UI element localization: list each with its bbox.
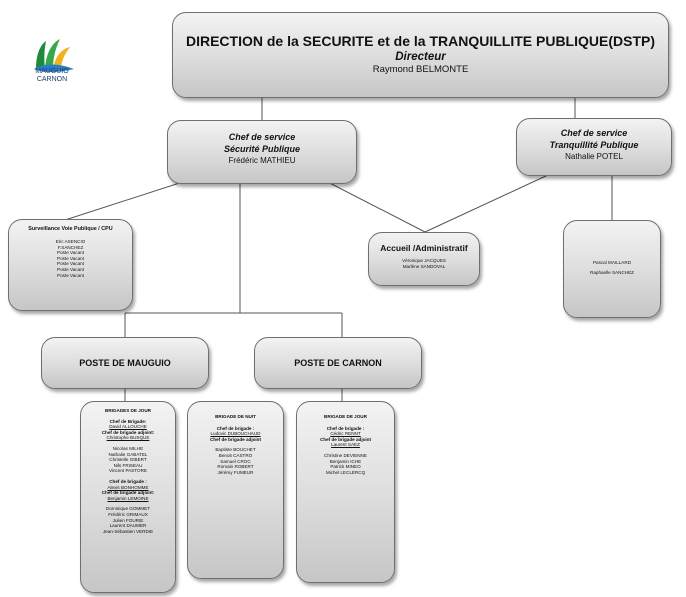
brigade-list: BRIGADE DE JOUR Chef de brigade : Cédric…: [297, 414, 394, 475]
brigade-title: BRIGADE DE NUIT: [215, 414, 256, 419]
connector-line: [424, 174, 549, 233]
tranquillite-team-box: Pascal MAILLARD Raphaelle SANCHEZ: [563, 220, 661, 318]
logo-text: MAUGUIO CARNON: [22, 68, 82, 84]
member-name: Pascal MAILLARD: [592, 260, 632, 265]
brigade-title: BRIGADES DE JOUR: [105, 408, 151, 413]
member-name: Eric ASENCIO: [55, 239, 86, 244]
direction-title: DIRECTION de la SECURITE et de la TRANQU…: [185, 33, 656, 49]
accueil-members: Véronique JACQUES Marlène SANDOVAL: [369, 258, 479, 269]
agent-name: Christine DEVIENNE: [324, 452, 367, 458]
member-name: Véronique JACQUES: [402, 258, 446, 263]
chef-label: Chef de brigade :: [326, 425, 365, 431]
agent-name: Julien FOURIE: [112, 517, 144, 523]
agent-name: Jérémy FUMEUR: [217, 469, 254, 475]
agent-name: Jean-Sébastien VERDIE: [102, 528, 154, 534]
agent-name: Michel LECLERCQ: [325, 469, 366, 475]
direction-name: Raymond BELMONTE: [372, 64, 469, 75]
connector-line: [319, 177, 426, 233]
chef-service-securite-box: Chef de service Sécurité Publique Frédér…: [167, 120, 357, 184]
chef-name: David ALLOUCHE: [109, 424, 147, 430]
agent-name: Laurent DAUMER: [109, 523, 147, 529]
adjoint-label: Chef de brigade adjoint:: [101, 490, 155, 496]
adjoint-label: Chef de brigade adjoint: [319, 436, 372, 442]
member-name: Poste Vacant: [57, 266, 84, 272]
adjoint-label: Chef de brigade adjoint: [209, 436, 262, 442]
member-name: Marlène SANDOVAL: [402, 263, 446, 269]
chef-role: Chef de service: [560, 128, 628, 138]
agent-name: Vincent PASTORE: [108, 468, 148, 474]
agent-name: Nicolas MILHE: [112, 445, 144, 451]
agent-name: Nils FRISEAU: [113, 462, 143, 468]
brigade-list: BRIGADES DE JOUR Chef de Brigade: David …: [81, 408, 175, 534]
chef-name: Nathalie POTEL: [565, 152, 623, 161]
chef-name: Frédéric MATHIEU: [228, 156, 296, 165]
brigade-jour-carnon-box: BRIGADE DE JOUR Chef de brigade : Cédric…: [296, 401, 395, 583]
agent-name: Samuel CROC: [220, 458, 251, 464]
poste-title: POSTE DE CARNON: [294, 358, 382, 368]
tranquillite-members: Pascal MAILLARD Raphaelle SANCHEZ: [564, 258, 660, 278]
chef-name: Ludovic DUBOUCHAUD: [210, 431, 261, 437]
chef-role: Chef de service: [228, 132, 296, 142]
member-name: F.SANCHEZ: [57, 244, 84, 250]
member-name: Poste Vacant: [57, 261, 84, 267]
direction-box: DIRECTION de la SECURITE et de la TRANQU…: [172, 12, 669, 98]
surveillance-members: Eric ASENCIO F.SANCHEZ Poste Vacant Post…: [9, 239, 132, 278]
member-name: Poste Vacant: [57, 272, 84, 278]
member-name: Poste Vacant: [57, 255, 84, 261]
chef-label: Chef de brigade :: [216, 425, 255, 431]
chef-name: Alexis BONHOMME: [107, 484, 149, 490]
connector-line: [64, 177, 196, 221]
member-name: Raphaelle SANCHEZ: [590, 270, 634, 275]
chef-label: Chef de brigade :: [109, 478, 147, 484]
chef-service: Tranquillité Publique: [549, 140, 639, 150]
brigade-nuit-box: BRIGADE DE NUIT Chef de brigade : Ludovi…: [187, 401, 284, 579]
chef-name: Cédric RENNT: [330, 431, 361, 437]
accueil-title: Accueil /Administratif: [380, 243, 468, 253]
brigade-jour-mauguio-box: BRIGADES DE JOUR Chef de Brigade: David …: [80, 401, 176, 593]
adjoint-name: Laurent SAEZ: [331, 442, 360, 448]
chef-label: Chef de Brigade:: [109, 418, 147, 424]
surveillance-box: Surveillance Voie Publique / CPU Eric AS…: [8, 219, 133, 311]
agent-name: Benoit CASTRO: [218, 452, 253, 458]
agent-name: Baptiste BOUCHET: [215, 447, 256, 453]
accueil-box: Accueil /Administratif Véronique JACQUES…: [368, 232, 480, 286]
poste-title: POSTE DE MAUGUIO: [79, 358, 171, 368]
adjoint-label: Chef de brigade adjoint:: [101, 429, 155, 435]
agent-name: Benjamin ICHE: [329, 458, 362, 464]
logo-line: MAUGUIO: [35, 68, 69, 75]
adjoint-name: Benjamin LEMOINE: [107, 495, 149, 501]
agent-name: Dominique GOMMET: [106, 506, 150, 512]
adjoint-name: Christophe BUSQUE: [106, 435, 150, 441]
member-name: Poste Vacant: [57, 250, 84, 256]
chef-service: Sécurité Publique: [223, 144, 301, 154]
mauguio-carnon-logo: [34, 39, 74, 72]
surveillance-title: Surveillance Voie Publique / CPU: [28, 226, 113, 232]
brigade-list: BRIGADE DE NUIT Chef de brigade : Ludovi…: [188, 414, 283, 475]
agent-name: Nathalie GABATEL: [108, 451, 148, 457]
direction-role: Directeur: [395, 51, 446, 63]
brigade-title: BRIGADE DE JOUR: [324, 414, 367, 419]
agent-name: Frédéric GRIMAUX: [108, 511, 148, 517]
logo-line: CARNON: [36, 76, 68, 83]
poste-mauguio-box: POSTE DE MAUGUIO: [41, 337, 209, 389]
agent-name: Patrick MINEO: [330, 464, 361, 470]
poste-carnon-box: POSTE DE CARNON: [254, 337, 422, 389]
chef-service-tranquillite-box: Chef de service Tranquillité Publique Na…: [516, 118, 672, 176]
agent-name: Christelle GIBERT: [109, 457, 147, 463]
agent-name: Romain ROBERT: [217, 464, 254, 470]
